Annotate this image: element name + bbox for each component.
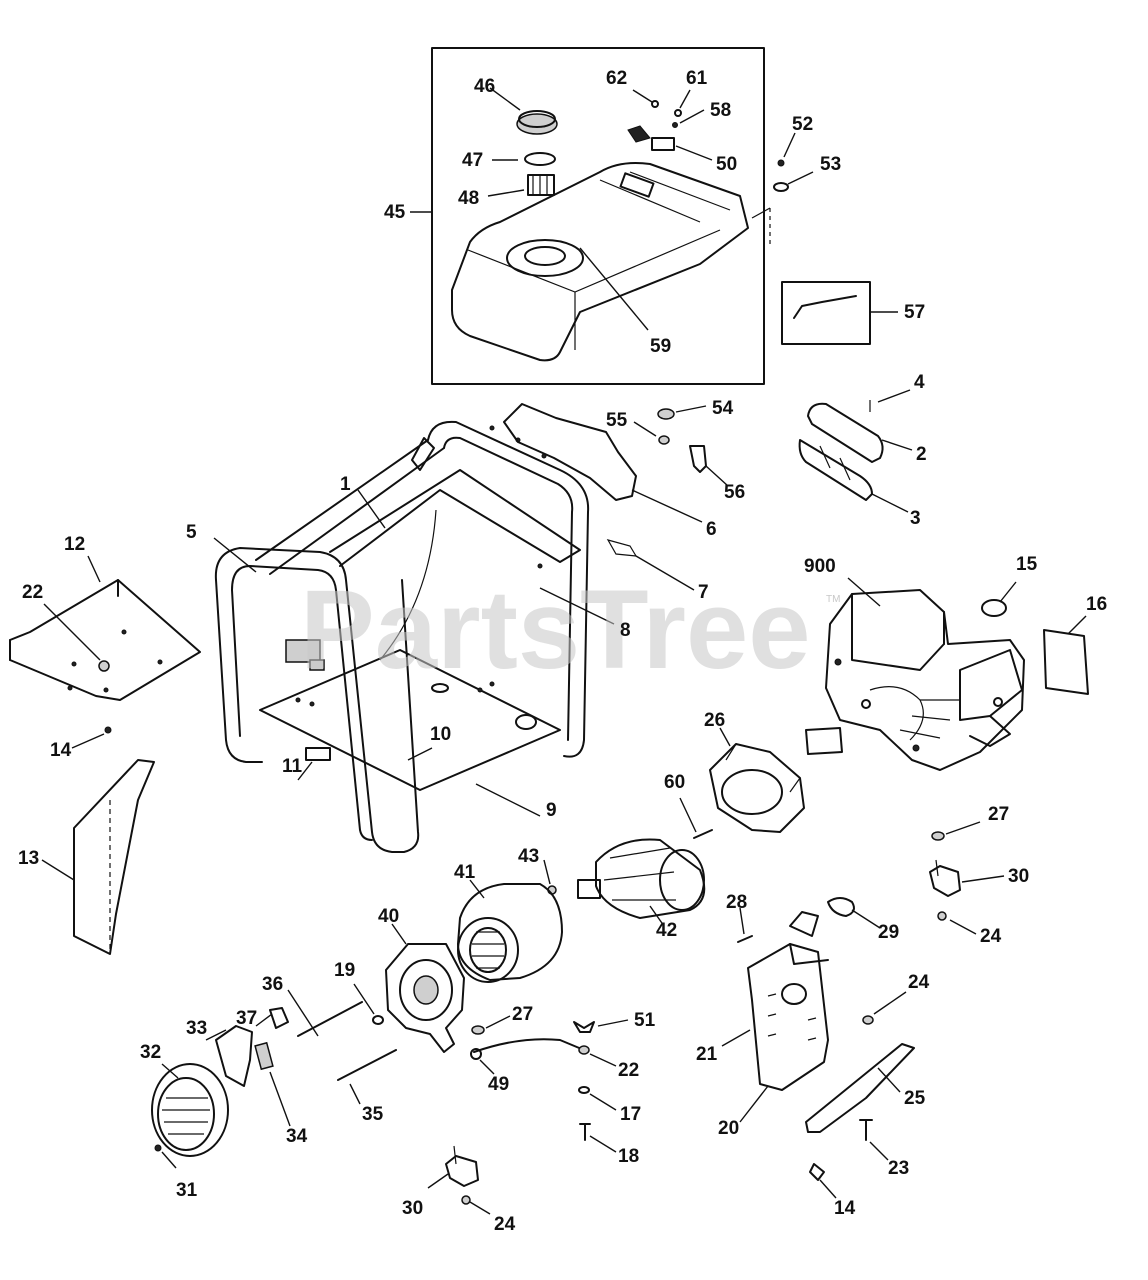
callout-33: 33 — [186, 1018, 207, 1039]
callout-9: 9 — [546, 800, 557, 821]
watermark-text: PartsTree — [300, 567, 811, 692]
callout-55: 55 — [606, 410, 628, 431]
callout-1: 1 — [340, 474, 351, 495]
callout-21: 21 — [696, 1044, 718, 1065]
callout-6: 6 — [706, 519, 717, 540]
callout-56: 56 — [724, 482, 745, 503]
callout-22-b: 22 — [618, 1060, 639, 1081]
callout-30-b: 30 — [402, 1198, 423, 1219]
callout-47: 47 — [462, 150, 483, 171]
callout-43: 43 — [518, 846, 539, 867]
callout-57: 57 — [904, 302, 925, 323]
gasket-part — [524, 152, 556, 166]
end-cover-part — [151, 1063, 229, 1157]
callout-16: 16 — [1086, 594, 1107, 615]
callout-41: 41 — [454, 862, 476, 883]
callout-34: 34 — [286, 1126, 308, 1147]
callout-46: 46 — [474, 76, 495, 97]
fuel-cap-part — [516, 113, 558, 135]
callout-5: 5 — [186, 522, 197, 543]
callout-2: 2 — [916, 444, 927, 465]
callout-22-a: 22 — [22, 582, 43, 603]
callout-51: 51 — [634, 1010, 656, 1031]
callout-50: 50 — [716, 154, 737, 175]
callout-40: 40 — [378, 906, 399, 927]
callout-24-b: 24 — [908, 972, 930, 993]
callout-24-c: 24 — [494, 1214, 516, 1235]
callout-30-a: 30 — [1008, 866, 1029, 887]
callout-8: 8 — [620, 620, 631, 641]
fuel-hose-inset — [781, 281, 871, 345]
callout-27-a: 27 — [988, 804, 1009, 825]
callout-15: 15 — [1016, 554, 1038, 575]
callout-19: 19 — [334, 960, 355, 981]
stator-part — [457, 883, 563, 983]
callout-20: 20 — [718, 1118, 739, 1139]
callout-4: 4 — [914, 372, 925, 393]
callout-10: 10 — [430, 724, 451, 745]
rotor-part — [577, 838, 706, 919]
callout-53: 53 — [820, 154, 841, 175]
callout-36: 36 — [262, 974, 283, 995]
callout-52: 52 — [792, 114, 813, 135]
callout-42: 42 — [656, 920, 677, 941]
watermark-trademark: TM — [826, 594, 840, 605]
callout-11: 11 — [282, 756, 303, 777]
callout-14-a: 14 — [50, 740, 72, 761]
callout-labels: 46 62 61 58 47 50 48 45 59 52 53 57 4 54… — [18, 68, 1107, 1235]
callout-58: 58 — [710, 100, 731, 121]
fuel-tank-inset — [410, 47, 765, 385]
callout-18: 18 — [618, 1146, 639, 1167]
engine-assembly — [805, 589, 1025, 771]
callout-37: 37 — [236, 1008, 257, 1029]
callout-24-a: 24 — [980, 926, 1002, 947]
callout-61: 61 — [686, 68, 708, 89]
callout-35: 35 — [362, 1104, 384, 1125]
callout-59: 59 — [650, 336, 671, 357]
alternator-housing-part — [709, 743, 805, 833]
fuel-strainer-part — [527, 174, 555, 196]
callout-3: 3 — [910, 508, 921, 529]
callout-45: 45 — [384, 202, 406, 223]
callout-25: 25 — [904, 1088, 926, 1109]
callout-28: 28 — [726, 892, 747, 913]
callout-32: 32 — [140, 1042, 161, 1063]
callout-13: 13 — [18, 848, 39, 869]
callout-29: 29 — [878, 922, 899, 943]
callout-48: 48 — [458, 188, 479, 209]
callout-17: 17 — [620, 1104, 641, 1125]
callout-27-b: 27 — [512, 1004, 533, 1025]
end-bell-part — [385, 943, 465, 1053]
callout-900: 900 — [804, 556, 836, 577]
callout-26: 26 — [704, 710, 725, 731]
callout-60: 60 — [664, 772, 685, 793]
callout-14-b: 14 — [834, 1198, 856, 1219]
callout-62: 62 — [606, 68, 627, 89]
callout-31: 31 — [176, 1180, 198, 1201]
callout-12: 12 — [64, 534, 85, 555]
callout-7: 7 — [698, 582, 709, 603]
callout-54: 54 — [712, 398, 734, 419]
muffler-part — [747, 911, 829, 1091]
callout-49: 49 — [488, 1074, 509, 1095]
callout-23: 23 — [888, 1158, 909, 1179]
